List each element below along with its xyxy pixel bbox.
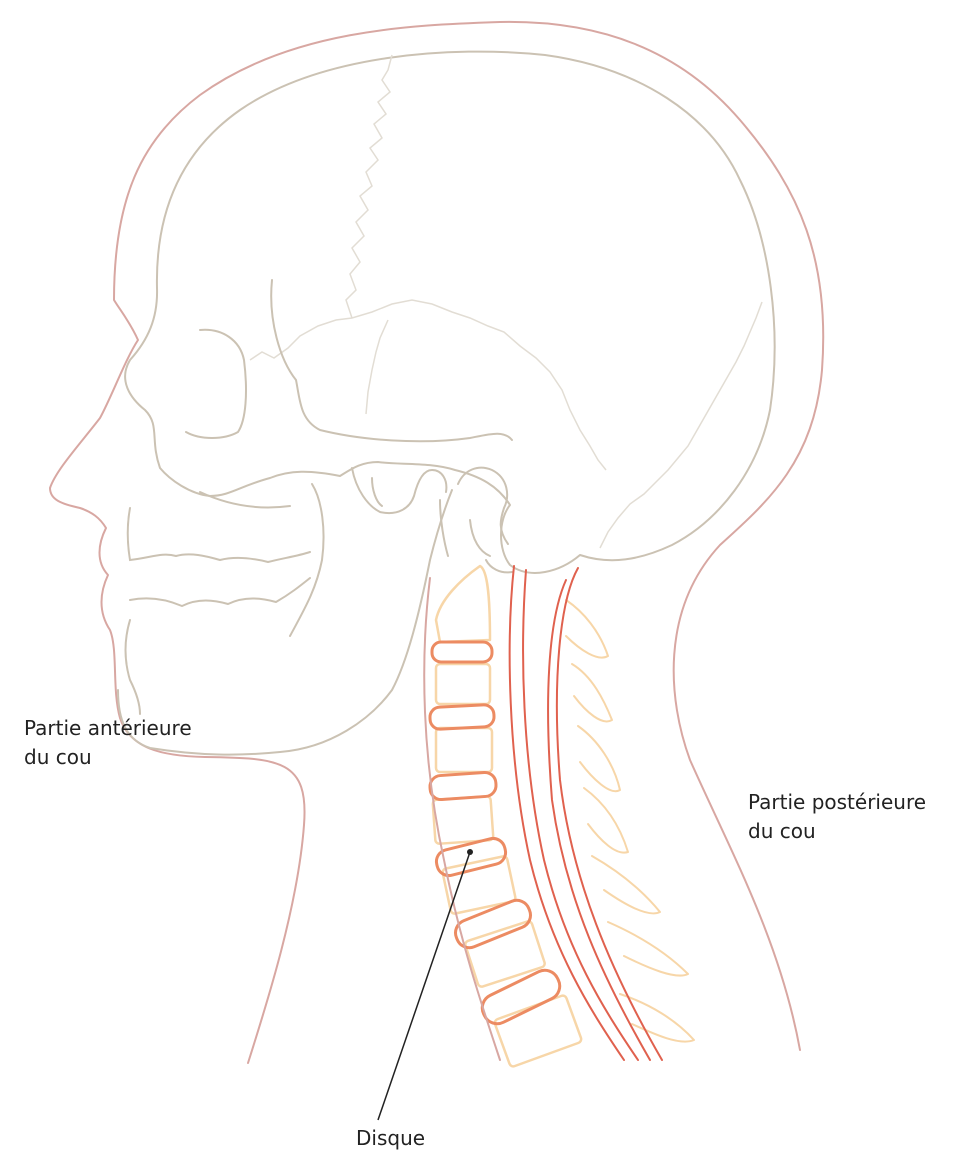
label-disc-text: Disque xyxy=(356,1124,425,1153)
disc-c3-c4 xyxy=(429,704,494,729)
disc-c4-c5 xyxy=(429,772,497,801)
maxilla-upper-teeth xyxy=(128,508,310,562)
label-disc: Disque xyxy=(356,1124,425,1153)
vertebra-c2 xyxy=(436,566,490,642)
zygomatic-arch xyxy=(200,492,290,507)
disc-c2-c3 xyxy=(432,642,492,662)
vertebra-c3 xyxy=(436,664,490,704)
orbit-outline xyxy=(186,330,246,438)
mandible-outline xyxy=(126,578,311,714)
disc-leader-dot xyxy=(467,849,473,855)
zygomatic-suture xyxy=(366,320,388,414)
intervertebral-discs xyxy=(429,642,564,1028)
label-anterior-line2: du cou xyxy=(24,743,192,772)
squamous-suture xyxy=(250,300,606,470)
vertebra-c5 xyxy=(433,796,494,844)
coronal-suture xyxy=(346,55,392,318)
vertebra-c4 xyxy=(436,728,492,772)
label-posterior-line1: Partie postérieure xyxy=(748,788,926,817)
pharynx-outline xyxy=(424,578,500,1060)
vertebra-c7 xyxy=(464,920,545,987)
label-anterior-neck: Partie antérieure du cou xyxy=(24,714,192,772)
coronoid-process xyxy=(290,484,324,636)
label-posterior-neck: Partie postérieure du cou xyxy=(748,788,926,846)
label-posterior-line2: du cou xyxy=(748,817,926,846)
mastoid-process xyxy=(470,520,512,572)
spinal-canal xyxy=(510,566,662,1060)
skin-outline xyxy=(50,22,823,1063)
lambdoid-suture xyxy=(600,302,762,548)
disc-leader-line xyxy=(378,852,470,1120)
label-anterior-line1: Partie antérieure xyxy=(24,714,192,743)
spinous-processes xyxy=(566,600,694,1042)
